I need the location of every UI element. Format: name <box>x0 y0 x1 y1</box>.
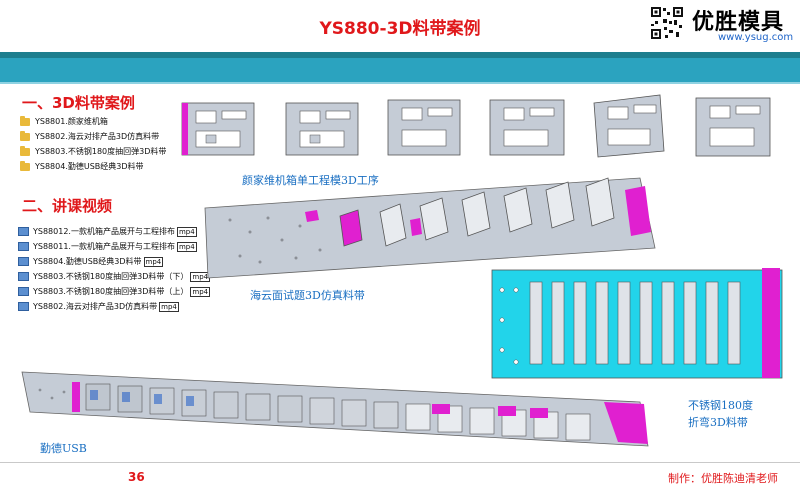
caption-steel-line2: 折弯3D料带 <box>688 416 748 429</box>
chassis-stage <box>181 102 255 156</box>
header-band-line <box>0 82 800 84</box>
folder-icon <box>20 130 30 141</box>
caption-usb: 勤德USB <box>40 442 87 455</box>
video-file-icon <box>18 302 29 311</box>
slide-title: YS880-3D料带案例 <box>319 19 481 39</box>
chassis-stage <box>695 97 771 157</box>
qr-code-icon <box>650 6 684 40</box>
file-item[interactable]: YS8802.海云对排产品3D仿真料带 <box>20 129 166 144</box>
file-item[interactable]: YS8804.勤德USB经典3D料带 <box>20 159 166 174</box>
footer-divider <box>0 462 800 463</box>
page-number: 36 <box>128 470 145 484</box>
video-file-icon <box>18 227 29 236</box>
chassis-stage <box>489 99 565 156</box>
folder-icon <box>20 145 30 156</box>
chassis-stage <box>593 94 665 158</box>
header-band <box>0 58 800 82</box>
header-band-dark <box>0 52 800 58</box>
caption-chassis: 颜家维机箱单工程模3D工序 <box>242 174 379 187</box>
video-file-icon <box>18 242 29 251</box>
brand-name: 优胜模具 <box>692 10 785 35</box>
video-item[interactable]: YS8803.不锈钢180度抽回弹3D料带（上）mp4 <box>18 284 211 299</box>
video-file-icon <box>18 287 29 296</box>
caption-steel-line1: 不锈钢180度 <box>688 399 753 412</box>
case-file-list: YS8801.颜家维机箱 YS8802.海云对排产品3D仿真料带 YS8803.… <box>20 114 166 174</box>
chassis-stage <box>285 102 359 156</box>
folder-icon <box>20 115 30 126</box>
video-file-icon <box>18 257 29 266</box>
author-credit: 制作：优胜陈迪清老师 <box>668 472 778 485</box>
folder-icon <box>20 160 30 171</box>
section-heading-cases: 一、3D料带案例 <box>22 94 135 112</box>
section-heading-videos: 二、讲课视频 <box>22 197 113 215</box>
brand-url: www.ysug.com <box>718 32 794 43</box>
file-item[interactable]: YS8801.颜家维机箱 <box>20 114 166 129</box>
chassis-stage <box>387 99 461 156</box>
video-file-icon <box>18 272 29 281</box>
file-item[interactable]: YS8803.不锈钢180度抽回弹3D料带 <box>20 144 166 159</box>
caption-haiyun: 海云面试题3D仿真料带 <box>250 289 365 302</box>
